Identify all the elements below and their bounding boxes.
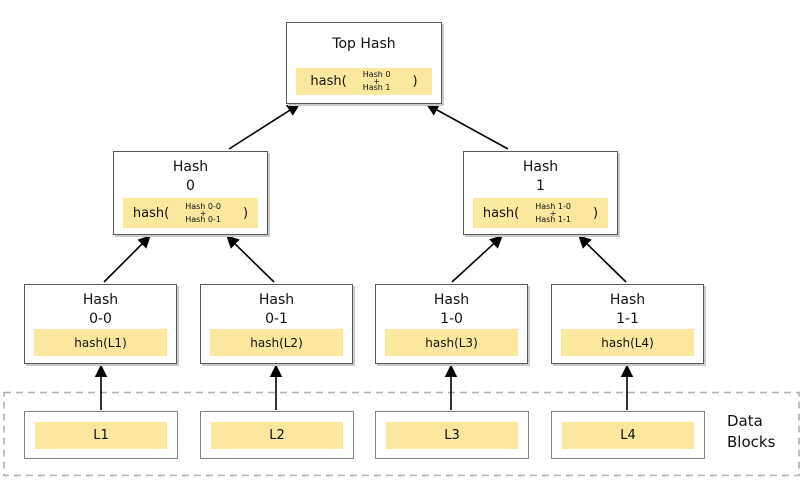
node-title: Hash 0: [114, 158, 267, 196]
hash-fn-open: hash(: [310, 74, 347, 89]
hash-fn-open: hash(: [482, 205, 520, 221]
hash-label: hash(L1): [74, 335, 127, 350]
node-title-line2: 1: [536, 178, 545, 194]
hash-fn-close: ): [592, 205, 599, 221]
data-block-label: L3: [386, 422, 518, 449]
node-title: Top Hash: [332, 36, 396, 52]
node-title-line1: Hash: [609, 292, 646, 308]
hash-fn-close: ): [412, 74, 418, 89]
node-title: Hash 0-0: [25, 291, 176, 329]
data-blocks-caption-line1: Data: [727, 412, 763, 430]
node-hash-1: Hash 1 hash( Hash 1-0 + Hash 1-1 ): [463, 151, 618, 235]
data-blocks-caption: Data Blocks: [727, 411, 775, 453]
hash-label: hash(L4): [601, 335, 654, 350]
data-block-l2: L2: [200, 411, 354, 459]
hash-arg-2: Hash 1: [362, 83, 391, 92]
hash-fn-close: ): [242, 205, 249, 221]
node-hash-0-0: Hash 0-0 hash(L1): [24, 284, 177, 364]
node-title-line2: 0-0: [89, 311, 112, 327]
hash-fn-open: hash(: [132, 205, 170, 221]
plus-sign: +: [199, 208, 207, 218]
arrow-hash01-to-hash0: [226, 235, 275, 283]
node-title-line1: Hash: [172, 159, 209, 175]
hash-highlight-band: hash(L2): [210, 329, 343, 356]
plus-sign: +: [373, 77, 380, 86]
hash-highlight-band: hash( Hash 0 + Hash 1 ): [296, 68, 432, 95]
hash-args: Hash 0 + Hash 1: [363, 71, 391, 92]
node-hash-1-1: Hash 1-1 hash(L4): [551, 284, 704, 364]
hash-arg-1: Hash 0-0: [185, 201, 221, 211]
data-block-l3: L3: [375, 411, 529, 459]
data-block-label: L2: [211, 422, 343, 449]
data-block-label: L1: [35, 422, 167, 449]
node-title: Hash 1-1: [552, 291, 703, 329]
node-title-line2: 0: [186, 178, 195, 194]
hash-highlight-band: hash( Hash 1-0 + Hash 1-1 ): [473, 198, 608, 228]
hash-arg-2: Hash 0-1: [185, 214, 221, 224]
arrow-hash0-to-tophash: [228, 103, 301, 150]
node-title-line2: 0-1: [265, 311, 288, 327]
hash-arg-1: Hash 1-0: [535, 201, 571, 211]
node-hash-1-0: Hash 1-0 hash(L3): [375, 284, 528, 364]
arrow-hash00-to-hash0: [103, 235, 151, 283]
hash-label: hash(L2): [250, 335, 303, 350]
data-block-l4: L4: [551, 411, 705, 459]
node-title: Hash 0-1: [201, 291, 352, 329]
hash-highlight-band: hash(L4): [561, 329, 694, 356]
data-blocks-dashed-border: [3, 391, 800, 477]
node-title-line1: Hash: [258, 292, 295, 308]
hash-arg-1: Hash 0: [362, 70, 391, 79]
node-top-hash: Top Hash hash( Hash 0 + Hash 1 ): [286, 22, 442, 104]
arrow-hash11-to-hash1: [578, 235, 627, 283]
node-title: Hash 1: [464, 158, 617, 196]
hash-highlight-band: hash(L3): [385, 329, 518, 356]
hash-arg-2: Hash 1-1: [535, 214, 571, 224]
node-title-line2: 1-1: [616, 311, 639, 327]
arrow-hash10-to-hash1: [451, 235, 503, 283]
plus-sign: +: [549, 208, 557, 218]
hash-label: hash(L3): [425, 335, 478, 350]
data-blocks-caption-line2: Blocks: [727, 433, 776, 451]
node-title-line1: Hash: [433, 292, 470, 308]
node-title: Hash 1-0: [376, 291, 527, 329]
node-title-line2: 1-0: [440, 311, 463, 327]
node-hash-0-1: Hash 0-1 hash(L2): [200, 284, 353, 364]
data-block-l1: L1: [24, 411, 178, 459]
hash-highlight-band: hash( Hash 0-0 + Hash 0-1 ): [123, 198, 258, 228]
node-title-line1: Hash: [522, 159, 559, 175]
hash-highlight-band: hash(L1): [34, 329, 167, 356]
node-hash-0: Hash 0 hash( Hash 0-0 + Hash 0-1 ): [113, 151, 268, 235]
data-block-label: L4: [562, 422, 694, 449]
hash-args: Hash 1-0 + Hash 1-1: [535, 201, 571, 224]
node-title-line1: Hash: [82, 292, 119, 308]
arrow-hash1-to-tophash: [425, 103, 509, 150]
hash-args: Hash 0-0 + Hash 0-1: [185, 201, 221, 224]
